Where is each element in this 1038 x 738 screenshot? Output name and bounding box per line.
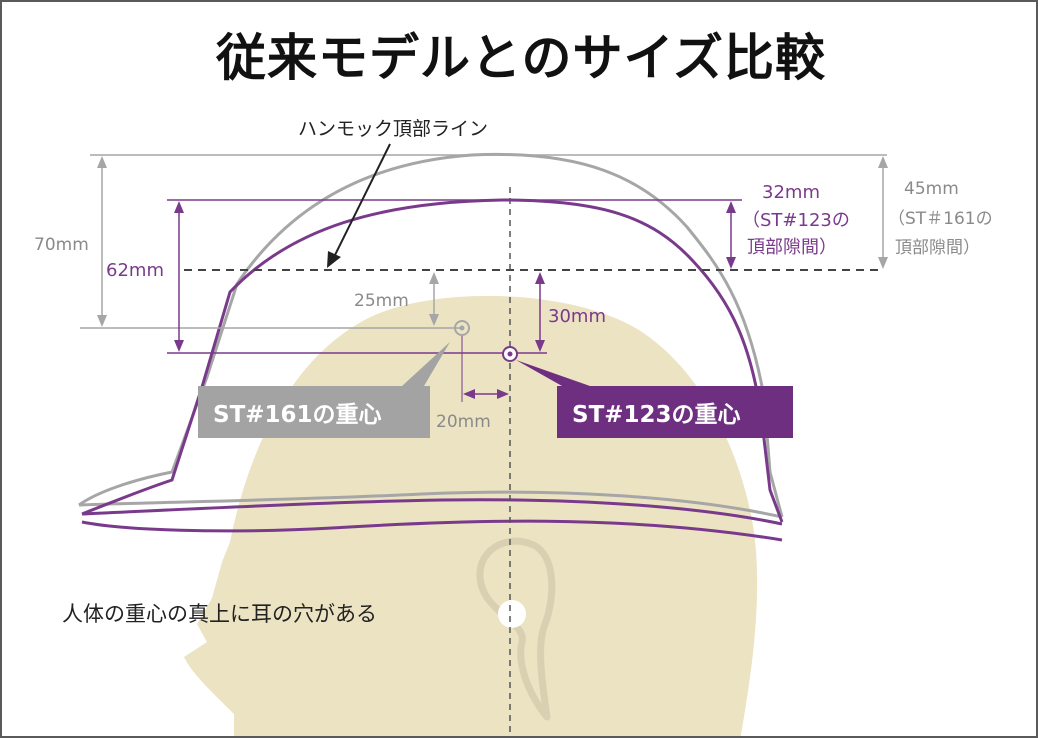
dimension-25mm: 25mm (354, 272, 439, 326)
st123-cog-label: ST#123の重心 (516, 360, 793, 438)
hammock-callout: ハンモック頂部ライン (298, 118, 488, 268)
hammock-label: ハンモック頂部ライン (298, 118, 488, 140)
st161-cog-marker (454, 320, 470, 336)
dim-20mm-text: 20mm (436, 412, 491, 432)
ear-hole-marker (498, 600, 526, 628)
st123-gap-text-2: 頂部隙間） (747, 237, 837, 258)
dim-30mm-text: 30mm (548, 306, 606, 327)
st161-cog-label: ST#161の重心 (198, 342, 450, 438)
dimension-45mm: 45mm （ST＃161の 頂部隙間） (878, 156, 993, 269)
st161-cog-text: ST#161の重心 (213, 402, 382, 428)
st161-brim (78, 490, 783, 519)
head-silhouette (184, 295, 758, 736)
dimension-20mm: 20mm (436, 336, 509, 432)
dimension-32mm: 32mm （ST#123の 頂部隙間） (726, 182, 850, 269)
st123-cog-marker (502, 346, 518, 362)
dimension-30mm: 30mm (535, 272, 606, 352)
ear-note-text: 人体の重心の真上に耳の穴がある (62, 602, 377, 626)
st161-gap-text-2: 頂部隙間） (895, 238, 980, 258)
st161-gap-text-1: （ST＃161の (888, 209, 993, 229)
dimension-62mm: 62mm (106, 201, 184, 352)
ear-outline (476, 537, 556, 721)
st123-cog-text: ST#123の重心 (572, 402, 741, 428)
dim-62mm-text: 62mm (106, 260, 164, 281)
st123-gap-text-1: （ST#123の (742, 210, 850, 231)
dim-70mm-text: 70mm (34, 235, 89, 255)
dim-32mm-text: 32mm (762, 182, 820, 203)
dim-25mm-text: 25mm (354, 291, 409, 311)
dim-45mm-text: 45mm (904, 179, 959, 199)
dimension-70mm: 70mm (34, 156, 107, 327)
page-title: 従来モデルとのサイズ比較 (216, 29, 826, 87)
st123-brim-upper (81, 498, 783, 526)
st123-brim-lower (81, 519, 783, 542)
